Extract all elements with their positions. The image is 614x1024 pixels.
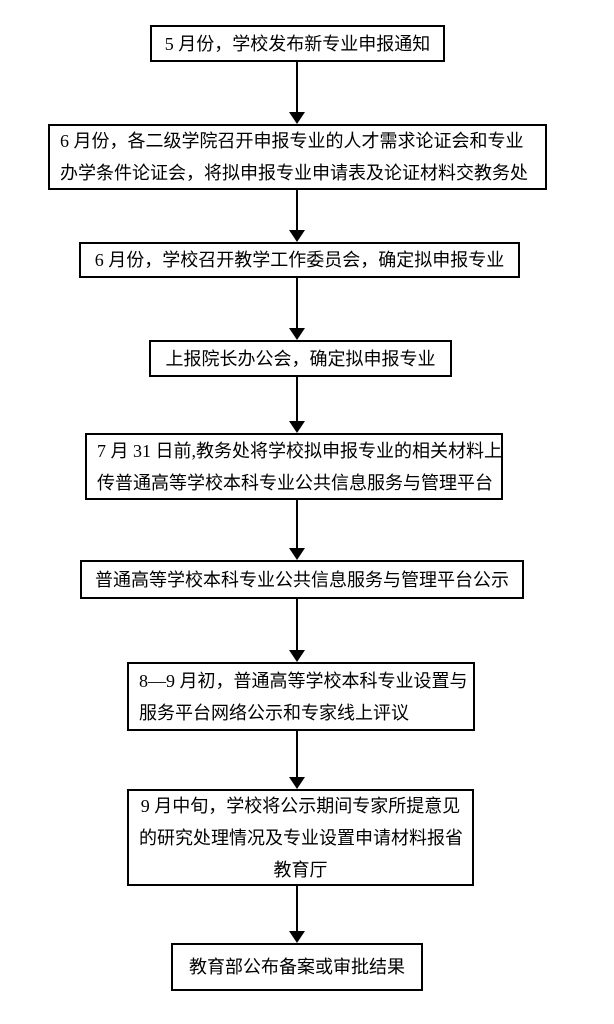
arrow-shaft <box>296 278 298 328</box>
arrow-down-icon <box>289 886 305 943</box>
flow-step-3-text: 6 月份，学校召开教学工作委员会，确定拟申报专业 <box>94 250 505 270</box>
flow-step-7-text-line2: 服务平台网络公示和专家线上评议 <box>139 702 409 723</box>
arrow-down-icon <box>289 278 305 340</box>
arrow-shaft <box>296 62 298 112</box>
flow-step-9-box: 教育部公布备案或审批结果 <box>171 943 423 991</box>
flow-step-7-text-line1: 8—9 月初，普通高等学校本科专业设置与 <box>139 670 468 691</box>
flow-step-4-box: 上报院长办公会，确定拟申报专业 <box>149 340 452 377</box>
flow-step-8-text-line1: 9 月中旬，学校将公示期间专家所提意见 <box>140 795 461 816</box>
flow-step-6-text: 普通高等学校本科专业公共信息服务与管理平台公示 <box>95 569 509 590</box>
flow-step-8-box: 9 月中旬，学校将公示期间专家所提意见 的研究处理情况及专业设置申请材料报省 教… <box>127 789 474 886</box>
arrow-shaft <box>296 731 298 777</box>
arrow-head <box>289 650 305 662</box>
flow-step-8-text-line3: 教育厅 <box>273 859 328 880</box>
arrow-shaft <box>296 377 298 421</box>
arrow-down-icon <box>289 599 305 662</box>
arrow-head <box>289 421 305 433</box>
arrow-shaft <box>296 500 298 548</box>
arrow-shaft <box>296 190 298 230</box>
arrow-shaft <box>296 886 298 931</box>
flow-step-6-box: 普通高等学校本科专业公共信息服务与管理平台公示 <box>80 560 524 599</box>
arrow-head <box>289 112 305 124</box>
arrow-down-icon <box>289 62 305 124</box>
flow-step-4-text: 上报院长办公会，确定拟申报专业 <box>165 348 436 369</box>
flow-step-2-box: 6 月份，各二级学院召开申报专业的人才需求论证会和专业 办学条件论证会，将拟申报… <box>48 124 547 190</box>
arrow-shaft <box>296 599 298 650</box>
arrow-down-icon <box>289 377 305 433</box>
flow-step-5-box: 7 月 31 日前,教务处将学校拟申报专业的相关材料上 传普通高等学校本科专业公… <box>85 433 503 500</box>
arrow-head <box>289 777 305 789</box>
flow-step-9-text: 教育部公布备案或审批结果 <box>189 957 405 977</box>
arrow-down-icon <box>289 500 305 560</box>
flow-step-5-text-line1: 7 月 31 日前,教务处将学校拟申报专业的相关材料上 <box>97 440 502 461</box>
flow-step-1-box: 5 月份，学校发布新专业申报通知 <box>150 25 445 62</box>
flow-step-2-text-line1: 6 月份，各二级学院召开申报专业的人才需求论证会和专业 <box>60 131 524 151</box>
flow-step-1-text: 5 月份，学校发布新专业申报通知 <box>164 33 431 54</box>
arrow-down-icon <box>289 731 305 789</box>
arrow-head <box>289 328 305 340</box>
flow-step-8-text-line2: 的研究处理情况及专业设置申请材料报省 <box>139 827 463 848</box>
arrow-down-icon <box>289 190 305 242</box>
arrow-head <box>289 931 305 943</box>
flow-step-5-text-line2: 传普通高等学校本科专业公共信息服务与管理平台 <box>97 472 493 493</box>
arrow-head <box>289 548 305 560</box>
flow-step-2-text-line2: 办学条件论证会，将拟申报专业申请表及论证材料交教务处 <box>60 163 528 183</box>
flow-step-7-box: 8—9 月初，普通高等学校本科专业设置与 服务平台网络公示和专家线上评议 <box>127 662 475 731</box>
flow-step-3-box: 6 月份，学校召开教学工作委员会，确定拟申报专业 <box>79 242 520 278</box>
arrow-head <box>289 230 305 242</box>
